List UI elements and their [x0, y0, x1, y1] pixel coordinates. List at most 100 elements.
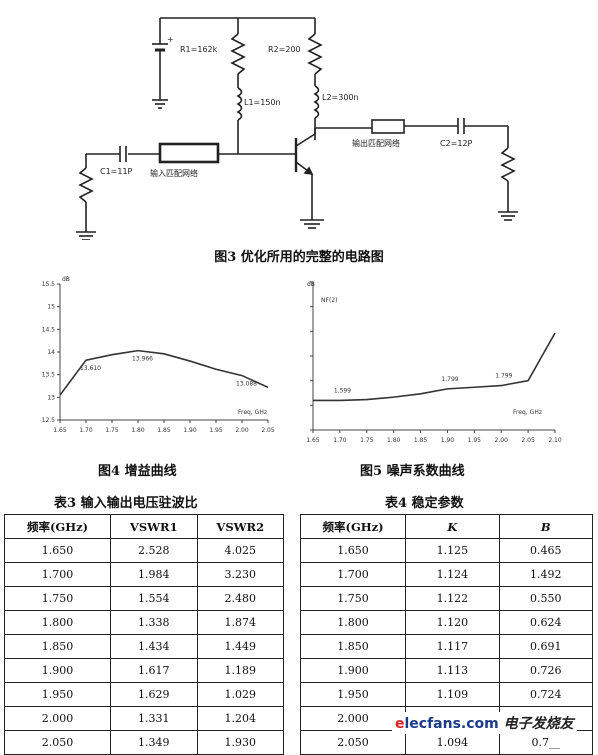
table-cell: 1.331 [110, 706, 198, 731]
table-cell: 1.120 [405, 610, 500, 635]
x-tick-label: 1.70 [79, 427, 93, 434]
series-label: NF(2) [321, 297, 337, 304]
table-cell: 0.624 [498, 610, 594, 635]
data-label: 13.088 [236, 381, 257, 388]
table-cell: 1.554 [110, 586, 198, 611]
table-cell: 3.230 [196, 562, 284, 587]
table-cell: 0.724 [498, 682, 594, 707]
table-cell: 1.204 [196, 706, 284, 731]
table-cell: 1.900 [299, 658, 407, 683]
table-cell: 1.800 [3, 610, 112, 635]
table3-header-cell: VSWR1 [110, 514, 198, 539]
table-cell: 1.492 [498, 562, 594, 587]
table-cell: 1.113 [405, 658, 500, 683]
table-cell: 1.700 [3, 562, 112, 587]
table-cell: 1.950 [3, 682, 112, 707]
table-cell: 1.094 [405, 730, 500, 755]
table-cell: 1.122 [405, 586, 500, 611]
table-cell: 1.930 [196, 730, 284, 755]
x-axis-label: Freq, GHz [238, 409, 267, 416]
x-tick-label: 1.95 [468, 437, 482, 444]
x-tick-label: 1.65 [306, 437, 320, 444]
table-cell: 0.726 [498, 658, 594, 683]
r1-label: R1=162k [180, 45, 218, 54]
x-tick-label: 1.75 [105, 427, 119, 434]
gain-line [59, 349, 269, 396]
table-cell: 2.050 [299, 730, 407, 755]
table4-title: 表4 稳定参数 [385, 496, 464, 511]
table-cell: 0.465 [498, 538, 594, 563]
data-label: 13.610 [80, 365, 101, 372]
x-tick-label: 1.70 [333, 437, 347, 444]
data-label: 13.966 [132, 356, 153, 363]
x-tick-label: 1.80 [131, 427, 145, 434]
table4-header-cell: K [405, 514, 500, 539]
table4-header-cell: B [498, 514, 594, 539]
table-cell: 1.900 [3, 658, 112, 683]
y-tick-label: 15 [47, 304, 55, 311]
table-cell: 1.750 [299, 586, 407, 611]
x-tick-label: 1.65 [53, 427, 67, 434]
x-tick-label: 1.85 [414, 437, 428, 444]
table-cell: 1.800 [299, 610, 407, 635]
x-tick-label: 1.90 [183, 427, 197, 434]
y-axis-label: dB [62, 276, 70, 283]
c2-label: C2=12P [440, 139, 473, 148]
x-tick-label: 2.00 [495, 437, 509, 444]
data-label: 1.599 [334, 387, 351, 394]
table-cell: 2.000 [3, 706, 112, 731]
table3-title: 表3 输入输出电压驻波比 [54, 496, 198, 511]
table-cell: 1.117 [405, 634, 500, 659]
table-cell: 4.025 [196, 538, 284, 563]
table-cell: 1.700 [299, 562, 407, 587]
table3-header-row: 频率(GHz) VSWR1 VSWR2 [3, 514, 284, 539]
output-network-label: 输出匹配网络 [352, 138, 400, 148]
table4-header-cell: 频率(GHz) [299, 514, 407, 539]
x-tick-label: 1.90 [441, 437, 455, 444]
table-cell: 1.125 [405, 538, 500, 563]
x-tick-label: 2.10 [548, 437, 562, 444]
x-tick-label: 2.00 [235, 427, 249, 434]
x-tick-label: 1.85 [157, 427, 171, 434]
data-label: 1.799 [441, 376, 458, 383]
watermark-logo: elecfans.com 电子发烧友 [392, 712, 577, 734]
table-cell: 2.528 [110, 538, 198, 563]
x-axis-label: Freq, GHz [513, 409, 542, 416]
table-cell: 1.338 [110, 610, 198, 635]
y-tick-label: 15.5 [42, 281, 56, 288]
battery-plus-sign: + [167, 35, 174, 44]
figure4-caption: 图4 增益曲线 [98, 464, 177, 479]
table-cell: 1.650 [299, 538, 407, 563]
circuit-diagram: + R1=162k L1=150n R2=200 L2=300n C1=11P … [76, 17, 518, 240]
table-cell: 1.029 [196, 682, 284, 707]
table-cell: 1.124 [405, 562, 500, 587]
y-tick-label: 14.5 [42, 326, 56, 333]
r2-label: R2=200 [268, 45, 301, 54]
watermark-cn: 电子发烧友 [503, 716, 574, 732]
l1-label: L1=150n [244, 98, 281, 107]
c1-label: C1=11P [100, 167, 133, 176]
x-tick-label: 2.05 [521, 437, 535, 444]
table-cell: 2.050 [3, 730, 112, 755]
table-cell: 1.650 [3, 538, 112, 563]
watermark-site: elecfans.com [395, 716, 499, 732]
table-cell: 1.109 [405, 682, 500, 707]
table-cell: 1.434 [110, 634, 198, 659]
table-cell: 2.000 [299, 706, 407, 731]
table4-header-row: 频率(GHz) K B [299, 514, 594, 539]
table-cell: 1.850 [299, 634, 407, 659]
